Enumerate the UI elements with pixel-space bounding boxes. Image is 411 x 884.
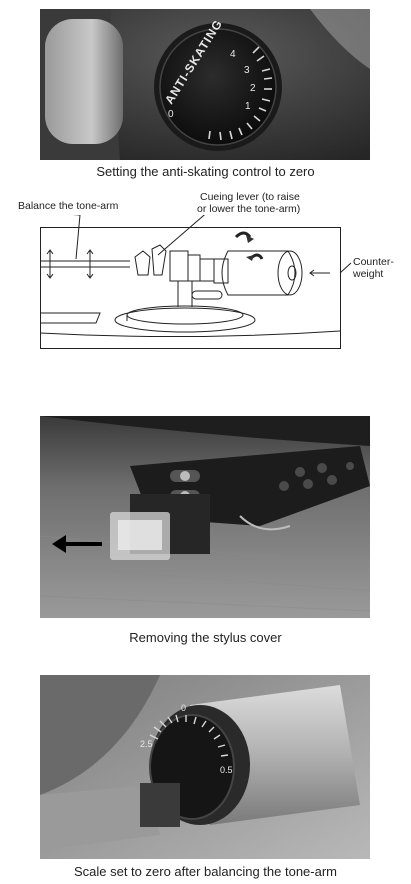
stylus-cover-photo: [40, 416, 370, 618]
cueing-label-line2: or lower the tone-arm): [197, 203, 301, 215]
scale-number-0-5: 0.5: [220, 765, 233, 775]
counterweight-label-line2: weight: [353, 268, 384, 280]
dial-number-3: 3: [244, 65, 250, 76]
counterweight-scale-photo: 2.5 0 0.5: [40, 675, 370, 859]
dial-number-2: 2: [250, 83, 256, 94]
dial-number-4: 4: [230, 49, 236, 60]
scale-number-0: 0: [181, 703, 186, 713]
tone-arm-diagram: [40, 215, 411, 350]
dial-number-1: 1: [245, 101, 251, 112]
cueing-label-line1: Cueing lever (to raise: [200, 191, 300, 203]
anti-skating-photo: ANTI-SKATING 0 1 2 3 4: [40, 9, 370, 160]
dial-number-0: 0: [168, 109, 174, 120]
balance-label: Balance the tone-arm: [18, 200, 119, 212]
counterweight-label-line1: Counter-: [353, 256, 394, 268]
anti-skating-caption: Setting the anti-skating control to zero: [96, 164, 315, 179]
scale-caption: Scale set to zero after balancing the to…: [73, 864, 338, 879]
stylus-cover-caption: Removing the stylus cover: [129, 630, 282, 645]
scale-number-2-5: 2.5: [140, 739, 153, 749]
